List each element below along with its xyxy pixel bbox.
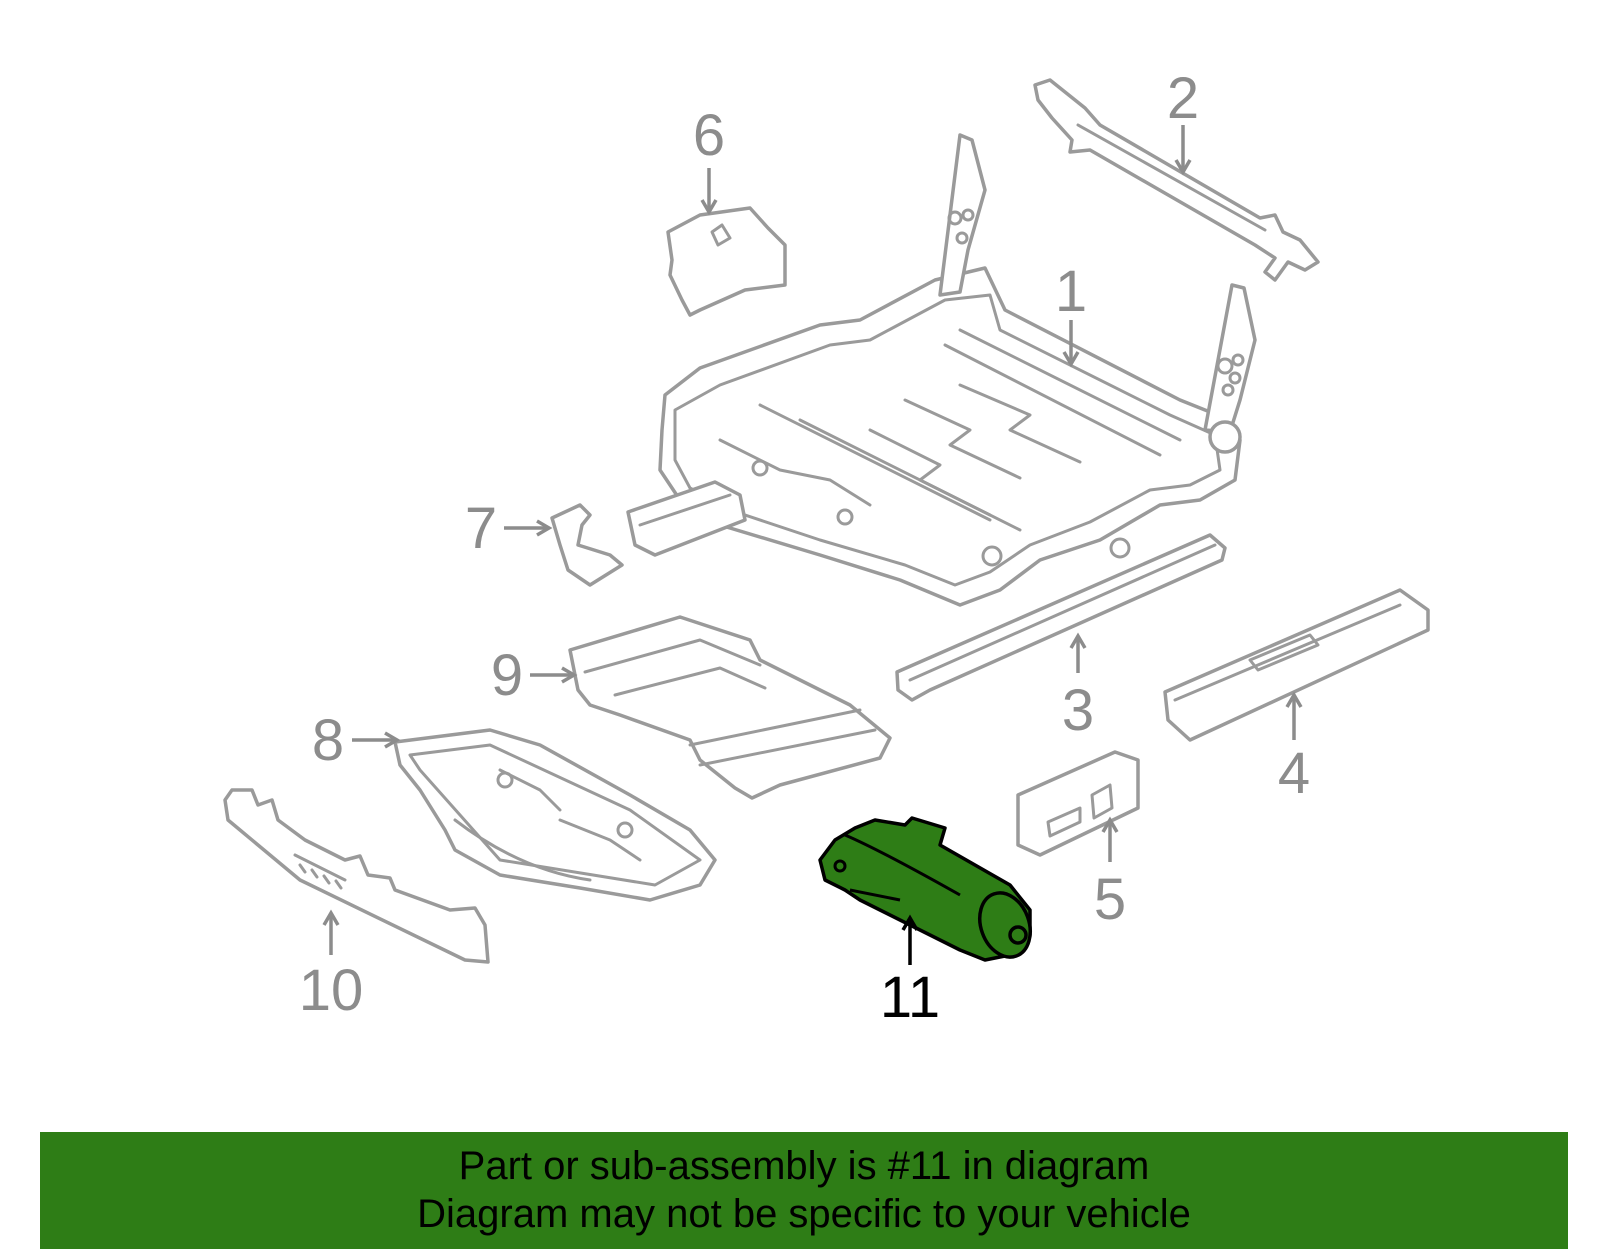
callout-7: 7 — [465, 496, 497, 561]
callout-4: 4 — [1278, 741, 1310, 806]
leader-11-arrowhead — [901, 914, 919, 931]
callout-6: 6 — [693, 103, 725, 168]
leader-5-arrowhead — [1101, 816, 1119, 833]
callout-1: 1 — [1055, 259, 1087, 324]
leader-7-arrowhead — [536, 519, 553, 537]
banner-line-2: Diagram may not be specific to your vehi… — [417, 1192, 1191, 1236]
leader-1-arrowhead — [1062, 351, 1080, 368]
part-11-motor[interactable] — [818, 816, 1039, 964]
part-5-switch[interactable] — [1016, 750, 1140, 857]
callout-11: 11 — [880, 965, 940, 1030]
leader-3-arrowhead — [1069, 632, 1087, 649]
leader-2-arrowhead — [1174, 159, 1192, 176]
callout-3: 3 — [1062, 678, 1094, 743]
callout-9: 9 — [491, 643, 523, 708]
callout-5: 5 — [1094, 867, 1126, 932]
part-3-seat-rail[interactable] — [895, 533, 1227, 702]
part-4-track-rail[interactable] — [1163, 588, 1430, 742]
callout-10: 10 — [299, 958, 364, 1023]
leader-10-arrowhead — [322, 909, 340, 926]
banner-line-1: Part or sub-assembly is #11 in diagram — [458, 1144, 1150, 1188]
parts-diagram: 1 2 3 4 5 6 7 8 9 10 11 — [223, 66, 1430, 1030]
leader-4-arrowhead — [1285, 691, 1303, 708]
part-10-trim-strip[interactable] — [223, 788, 490, 964]
part-7-bracket[interactable] — [550, 503, 624, 587]
part-8-bottom-pan[interactable] — [393, 728, 717, 902]
leader-9-arrowhead — [561, 666, 578, 684]
callout-8: 8 — [312, 708, 344, 773]
part-6-cover[interactable] — [666, 206, 787, 317]
leader-8-arrowhead — [384, 731, 401, 749]
part-2-cross-bar[interactable] — [1033, 78, 1320, 282]
part-9-tray[interactable] — [568, 615, 892, 800]
part-1-seat-frame[interactable] — [626, 133, 1257, 607]
leader-6-arrowhead — [700, 199, 718, 216]
info-banner: Part or sub-assembly is #11 in diagram D… — [40, 1132, 1568, 1249]
callout-2: 2 — [1167, 66, 1199, 131]
